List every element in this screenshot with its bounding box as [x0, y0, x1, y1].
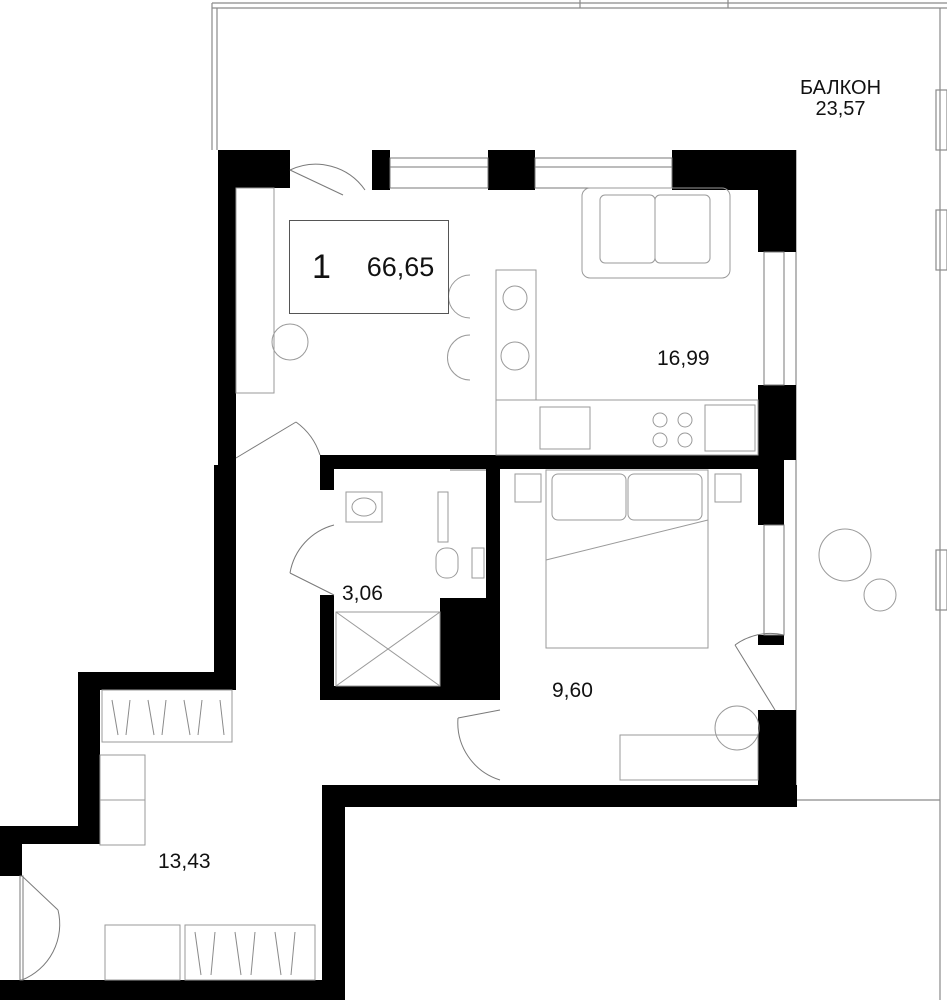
- balcony-chair-icon: [818, 528, 872, 582]
- sofa-icon: [581, 187, 731, 279]
- bedroom-desk-icon: [619, 734, 759, 781]
- desk-icon: [235, 187, 275, 394]
- living-kitchen-area: 16,99: [657, 347, 710, 370]
- shower-icon: [335, 611, 441, 687]
- wardrobe-hatching: [111, 699, 296, 976]
- washbasin-icon: [345, 491, 383, 523]
- apartment-summary-badge: 1 66,65: [289, 220, 449, 314]
- wardrobe-2-icon: [184, 924, 316, 981]
- bedroom-area: 9,60: [552, 679, 593, 702]
- kitchen-sink-icon: [502, 285, 528, 311]
- balcony-name: БАЛКОН: [800, 77, 882, 99]
- balcony-outline: [211, 0, 947, 1000]
- bathroom-area: 3,06: [342, 582, 383, 605]
- cooktop-icon: [652, 412, 668, 428]
- furniture: [99, 187, 897, 981]
- balcony-label: БАЛКОН 23,57: [800, 78, 881, 120]
- room-count: 1: [312, 247, 331, 286]
- total-area: 66,65: [366, 251, 435, 282]
- balcony-area: 23,57: [815, 98, 866, 120]
- wardrobe-icon: [101, 689, 233, 743]
- chair-icon: [448, 274, 471, 319]
- doors: [21, 163, 785, 981]
- kitchen-counter-icon: [495, 269, 537, 401]
- toilet-icon: [435, 547, 459, 579]
- shoe-cabinet-icon: [104, 924, 181, 981]
- bed-icon: [545, 469, 709, 649]
- hallway-area: 13,43: [158, 850, 211, 873]
- walls: [0, 150, 797, 1000]
